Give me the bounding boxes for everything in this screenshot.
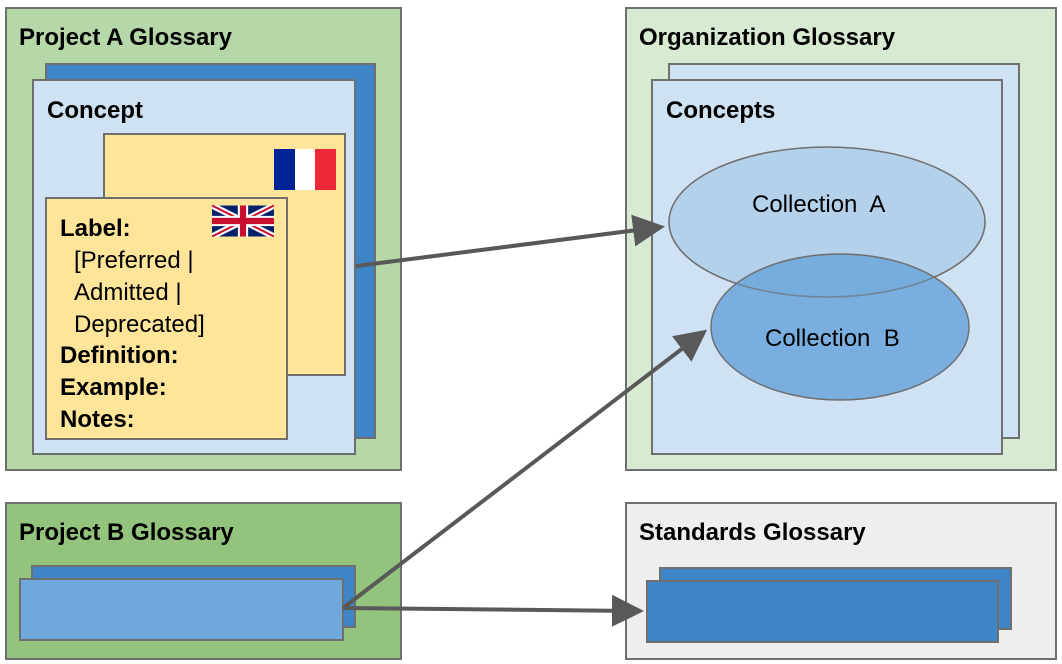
- project-b-title: Project B Glossary: [19, 519, 234, 546]
- notes-field: Notes:: [60, 406, 135, 433]
- uk-flag-icon: [212, 205, 274, 237]
- label-field: Label:: [60, 215, 131, 242]
- concept-title: Concept: [47, 97, 143, 124]
- definition-field: Definition:: [60, 342, 179, 369]
- collection-b-label: Collection B: [765, 325, 900, 352]
- project-b-concept: [19, 578, 344, 641]
- label-value-deprecated: Deprecated]: [74, 311, 205, 338]
- label-value-admitted: Admitted |: [74, 279, 182, 306]
- project-a-title: Project A Glossary: [19, 24, 232, 51]
- arrow-project-b-to-standards: [342, 594, 644, 627]
- collection-a-label: Collection A: [752, 191, 886, 218]
- standards-title: Standards Glossary: [639, 519, 866, 546]
- standards-concept: [646, 580, 999, 643]
- arrow-concept-to-collection-a: [355, 214, 665, 268]
- label-value-preferred: [Preferred |: [74, 247, 194, 274]
- collection-b-ellipse[interactable]: [710, 253, 970, 401]
- organization-title: Organization Glossary: [639, 24, 896, 51]
- term-card-english: [45, 197, 288, 440]
- concepts-title: Concepts: [666, 97, 776, 124]
- france-flag-icon: [274, 149, 336, 190]
- arrow-project-b-to-collection-b: [341, 329, 708, 610]
- example-field: Example:: [60, 374, 167, 401]
- collection-a-outline-overlap: [668, 221, 986, 298]
